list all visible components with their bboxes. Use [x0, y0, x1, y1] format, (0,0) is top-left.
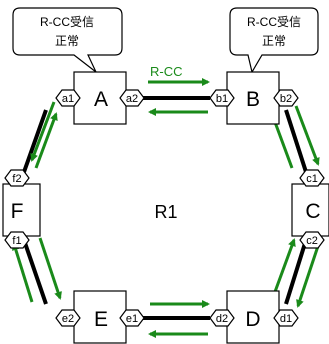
port-a1-label: a1: [62, 93, 74, 105]
link-c-d: [284, 239, 308, 305]
port-f1-label: f1: [12, 235, 21, 247]
port-d2-label: d2: [216, 313, 228, 325]
node-a-label: A: [94, 88, 108, 111]
link-e-f: [22, 239, 48, 305]
port-c1: [299, 169, 325, 187]
port-b2: [273, 89, 299, 107]
arrow-label-rcc: R-CC: [150, 64, 183, 79]
node-f-label: F: [11, 200, 24, 223]
port-a1: [55, 89, 81, 107]
arrow-ef-up: [11, 242, 34, 303]
port-d2: [209, 309, 235, 327]
port-e1: [119, 309, 145, 327]
port-e2-label: e2: [62, 313, 74, 325]
port-c1-label: c1: [306, 173, 318, 185]
arrow-ef-down: [38, 237, 62, 300]
node-b-label: B: [246, 88, 260, 111]
port-a2-label: a2: [126, 93, 138, 105]
callout-a: R-CC受信 正常: [12, 7, 123, 73]
port-e1-label: e1: [126, 313, 138, 325]
callout-b-line1: R-CC受信: [247, 15, 301, 29]
node-f: [2, 183, 41, 237]
node-d-label: D: [245, 308, 260, 331]
node-b: [226, 71, 280, 125]
callout-b: R-CC受信 正常: [229, 7, 319, 74]
node-d: [226, 290, 280, 344]
ring-links: [22, 96, 308, 320]
arrow-cd-down: [296, 245, 320, 308]
node-c-label: C: [305, 200, 320, 223]
ring-label: R1: [154, 202, 177, 222]
link-f-a: [22, 109, 48, 173]
port-b2-label: b2: [280, 93, 292, 105]
port-c2-label: c2: [306, 235, 318, 247]
port-f2-label: f2: [12, 173, 21, 185]
port-f2: [4, 169, 30, 187]
port-e2: [55, 309, 81, 327]
node-labels: A B C D E F: [11, 88, 321, 331]
arrow-cd-up: [270, 238, 296, 301]
port-d1: [273, 309, 299, 327]
callout-a-line1: R-CC受信: [40, 15, 94, 29]
arrow-fa-down: [30, 101, 56, 162]
port-b1: [209, 89, 235, 107]
port-hexes: [4, 89, 325, 327]
node-boxes: [2, 71, 329, 344]
port-a2: [119, 89, 145, 107]
port-d1-label: d1: [280, 313, 292, 325]
callout-b-line2: 正常: [262, 34, 286, 48]
port-f1: [4, 231, 30, 249]
arrow-fa-up: [34, 112, 58, 169]
link-b-c: [284, 109, 308, 173]
arrow-bc-down: [294, 105, 320, 166]
port-b1-label: b1: [216, 93, 228, 105]
node-e-label: E: [94, 308, 108, 331]
node-e: [73, 290, 127, 344]
port-labels: a1 a2 b1 b2 c1 c2 d1 d2 e1 e2 f1 f2: [12, 93, 317, 325]
port-c2: [299, 231, 325, 249]
callout-a-line2: 正常: [55, 34, 79, 48]
